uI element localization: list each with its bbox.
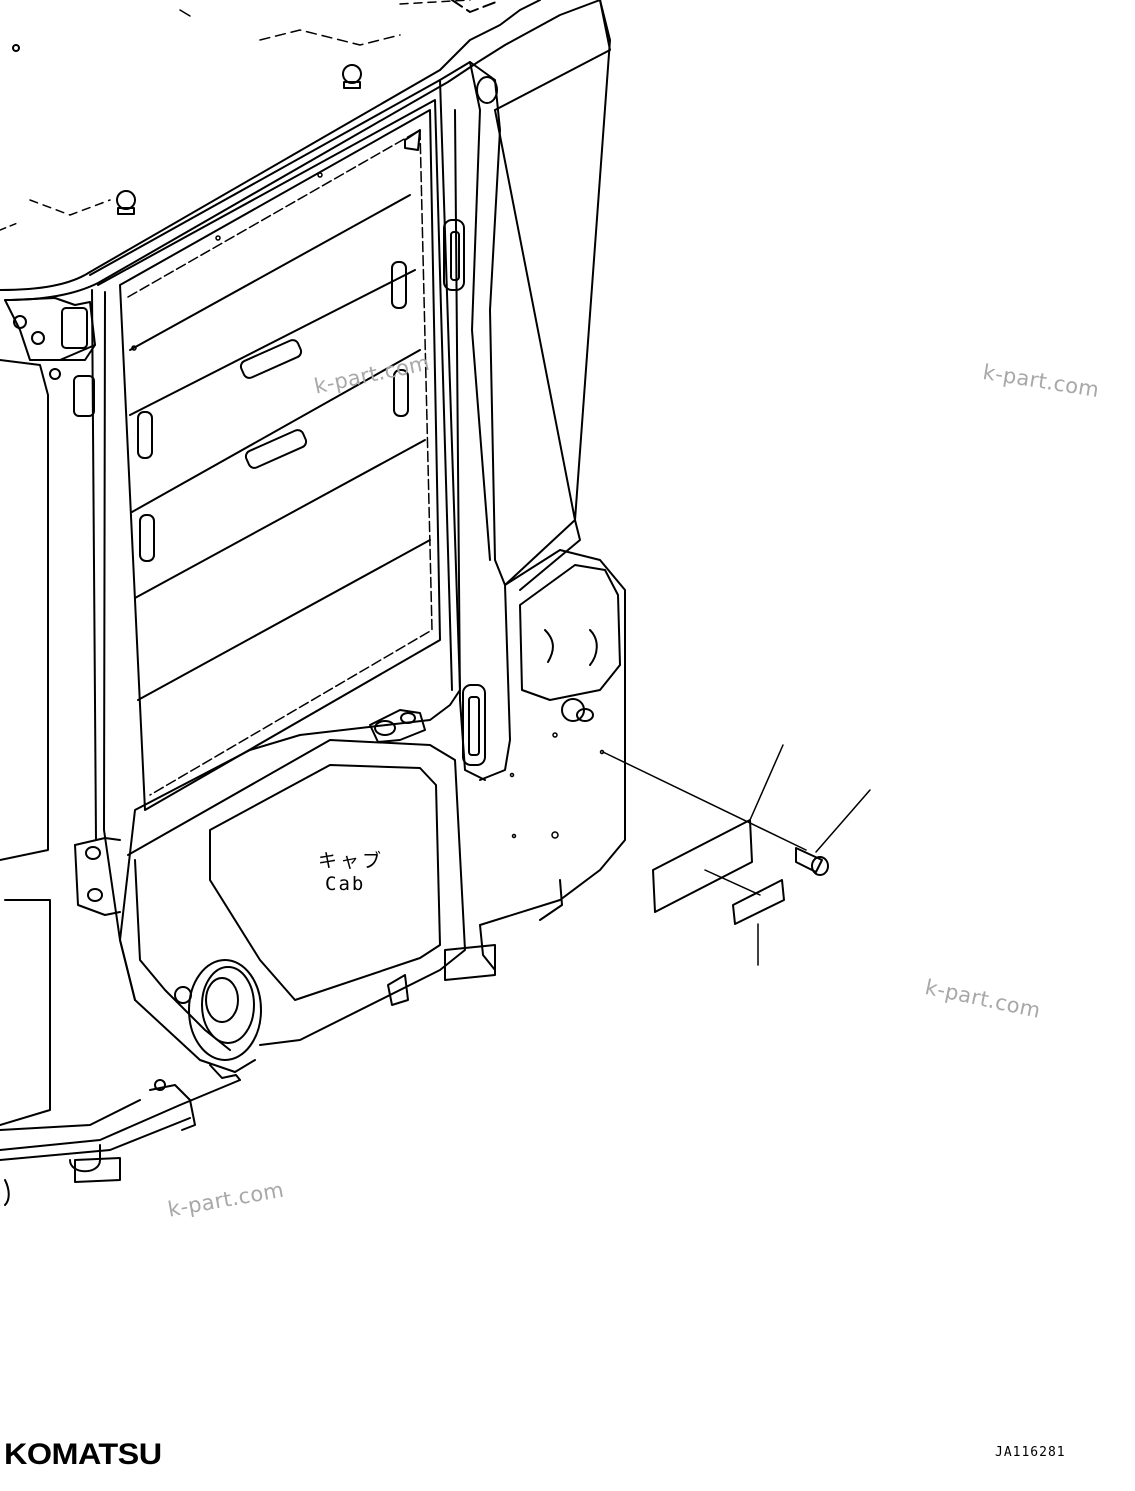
callout-line <box>749 744 784 821</box>
panel-hole <box>131 172 605 839</box>
window-slot <box>137 411 153 459</box>
door-handle <box>369 709 426 743</box>
bottom-bracket <box>149 974 409 1131</box>
door-frame <box>89 79 461 1001</box>
rivet-pin <box>795 847 829 876</box>
window-slot <box>244 429 308 469</box>
window-panel <box>119 109 441 811</box>
lock-cylinder <box>174 959 262 1081</box>
door-lower-panel <box>74 739 466 1073</box>
sticker-label <box>732 879 785 925</box>
cab-left-body <box>0 299 241 1206</box>
leader-line <box>602 751 807 851</box>
cab-label-en: Cab <box>325 873 366 895</box>
mount-foot <box>74 944 496 1183</box>
drawing-number: JA116281 <box>995 1445 1066 1460</box>
roof-bolt <box>12 44 20 52</box>
center-pillar <box>439 61 511 781</box>
brand-logo: KOMATSU <box>4 1438 162 1471</box>
callout-line <box>815 789 871 853</box>
hinge-bracket-left <box>9 297 96 417</box>
window-slot <box>239 339 303 379</box>
rear-body-panel <box>479 0 626 971</box>
roof-bolt <box>116 190 136 215</box>
access-cover <box>519 564 621 722</box>
window-slot <box>393 369 409 417</box>
roof-bolt <box>342 64 362 89</box>
cab-label-jp: キャブ <box>318 850 385 872</box>
window-slot <box>139 514 155 562</box>
window-slot <box>391 261 407 309</box>
label-plate <box>652 819 761 913</box>
